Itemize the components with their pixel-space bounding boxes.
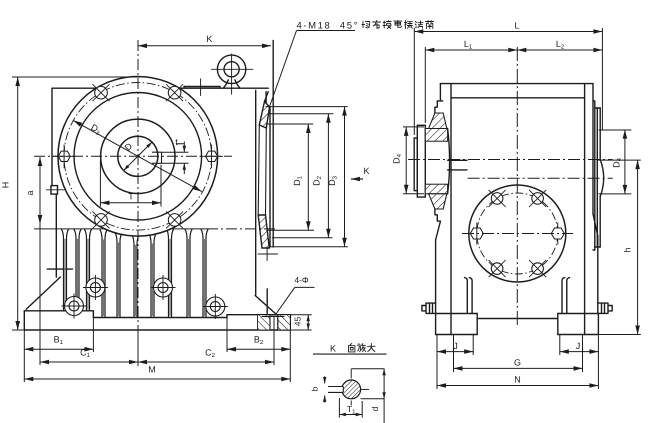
svg-text:B2: B2: [254, 335, 264, 347]
svg-text:L2: L2: [556, 39, 565, 51]
svg-text:D1: D1: [292, 175, 304, 186]
svg-text:4-Φ: 4-Φ: [294, 275, 309, 285]
svg-text:D4: D4: [392, 153, 404, 164]
svg-text:D3: D3: [327, 175, 339, 186]
svg-text:B1: B1: [54, 335, 64, 347]
svg-text:J: J: [576, 341, 581, 351]
svg-text:D2: D2: [312, 175, 324, 186]
svg-text:K: K: [330, 344, 336, 354]
svg-text:D4: D4: [612, 157, 624, 168]
svg-text:J: J: [453, 341, 458, 351]
svg-text:4-M18 45°: 4-M18 45°: [297, 21, 360, 32]
svg-text:T1: T1: [347, 404, 356, 416]
svg-text:t: t: [175, 137, 178, 147]
svg-text:a: a: [25, 190, 35, 195]
svg-text:M: M: [148, 365, 156, 375]
svg-text:L1: L1: [464, 39, 473, 51]
svg-text:T: T: [128, 192, 134, 202]
svg-text:b: b: [311, 386, 320, 391]
svg-text:K: K: [363, 166, 369, 176]
svg-text:h: h: [623, 247, 633, 252]
svg-text:H: H: [1, 182, 11, 189]
svg-text:C2: C2: [205, 348, 216, 360]
svg-text:N: N: [514, 375, 521, 385]
svg-text:L: L: [514, 21, 519, 31]
svg-text:45: 45: [293, 317, 303, 327]
svg-text:K: K: [206, 34, 212, 44]
svg-text:G: G: [514, 358, 521, 368]
svg-text:d: d: [370, 406, 380, 411]
svg-text:C1: C1: [80, 348, 91, 360]
